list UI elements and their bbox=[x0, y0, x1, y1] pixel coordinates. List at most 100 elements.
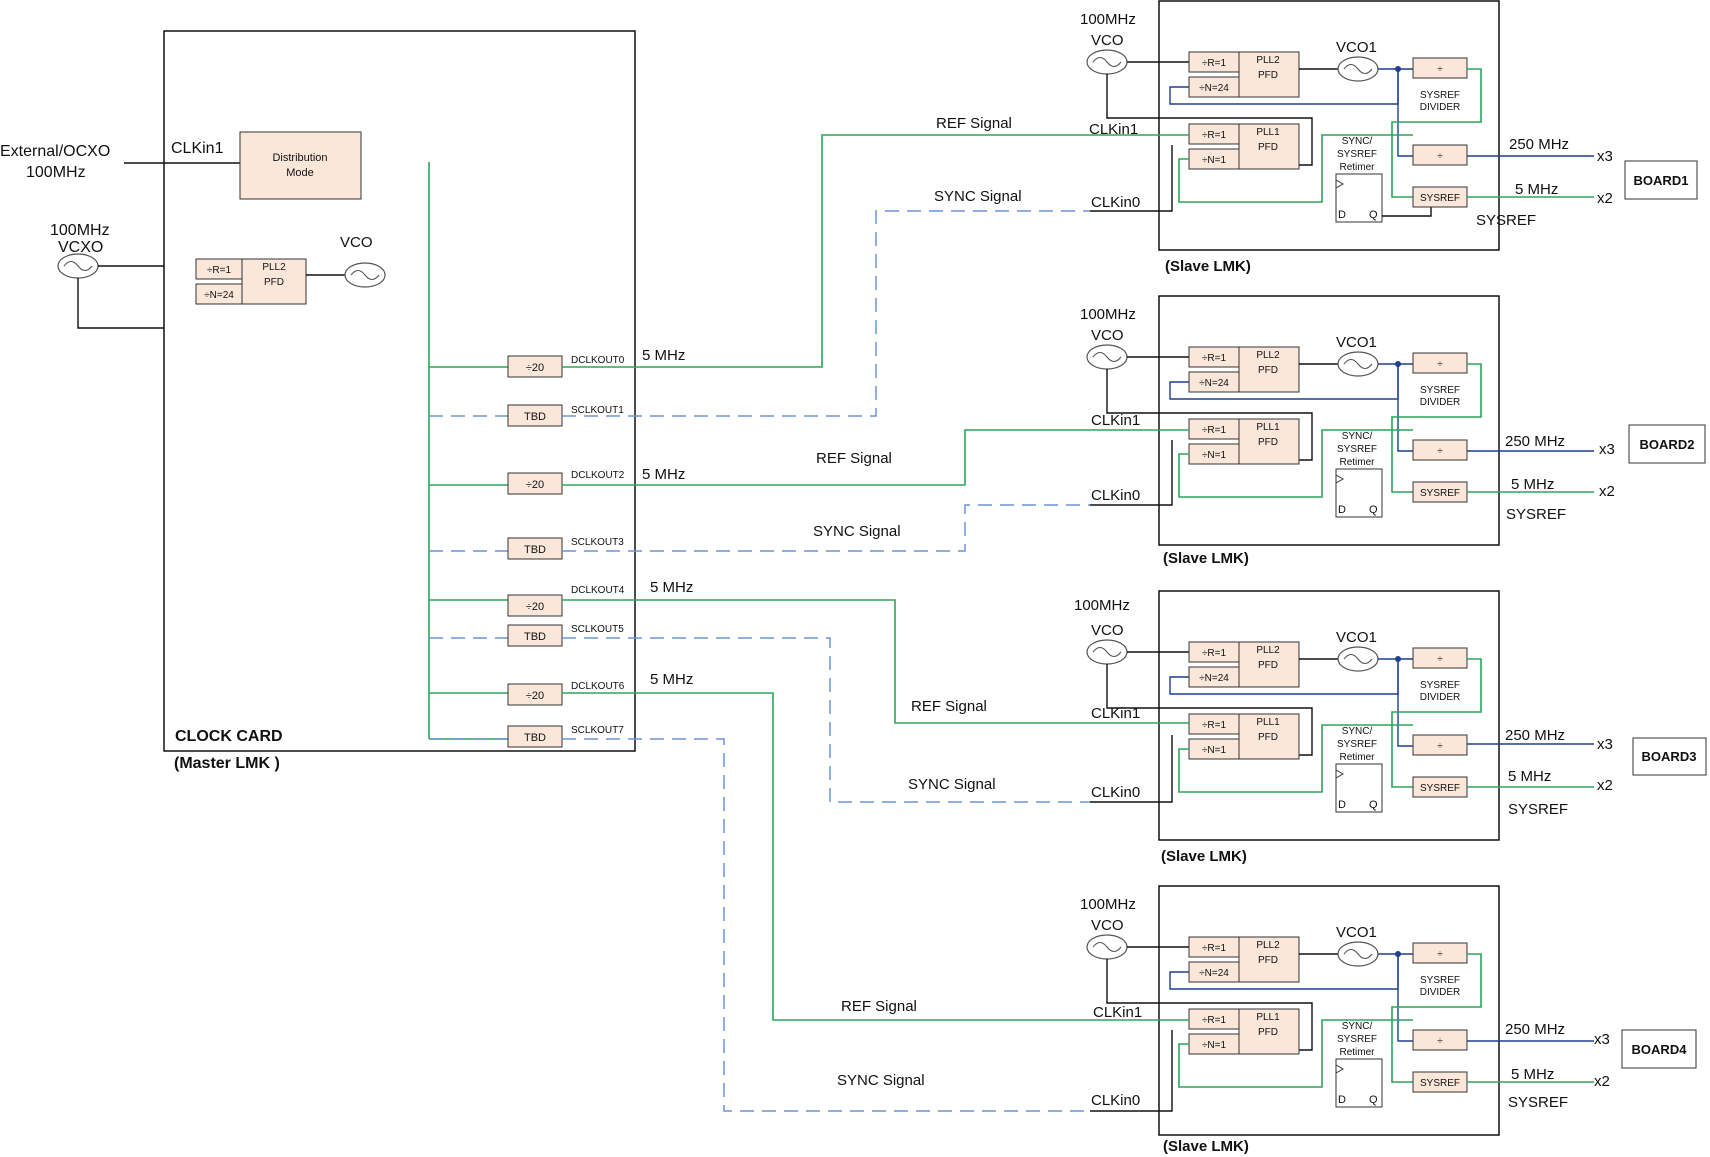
slave-vco-freq: 100MHz bbox=[1080, 896, 1136, 913]
sysref-divider-text-1: SYSREF bbox=[1420, 680, 1460, 691]
slave-frame bbox=[1158, 590, 1500, 841]
clock-out-freq: 250 MHz bbox=[1509, 136, 1569, 153]
pll1-r-divider: ÷R=1 bbox=[1202, 130, 1227, 141]
clock-divider-block: ÷ bbox=[1437, 151, 1443, 162]
pll2-r-divider: ÷R=1 bbox=[1202, 353, 1227, 364]
clkin1-label: CLKin1 bbox=[1091, 705, 1140, 722]
sysref-divider-text-1: SYSREF bbox=[1420, 385, 1460, 396]
sync-signal-label: SYNC Signal bbox=[837, 1072, 925, 1089]
pll2-text-1: PLL2 bbox=[1256, 940, 1280, 951]
vcxo-label: VCXO bbox=[58, 239, 103, 256]
output-divider-block: ÷20 bbox=[526, 601, 544, 613]
clkin0-label: CLKin0 bbox=[1091, 194, 1140, 211]
clock-fanout: x3 bbox=[1597, 148, 1613, 165]
ff-q: Q bbox=[1369, 799, 1378, 811]
slave-vco-freq: 100MHz bbox=[1080, 306, 1136, 323]
clkin0-label: CLKin0 bbox=[1091, 784, 1140, 801]
board-2-label: BOARD2 bbox=[1640, 437, 1695, 452]
output-divider-block: TBD bbox=[524, 411, 546, 423]
slave-frame bbox=[1158, 295, 1500, 546]
master-vco-label: VCO bbox=[340, 234, 373, 251]
output-port-label: SCLKOUT7 bbox=[571, 725, 624, 736]
sysref-output-block: SYSREF bbox=[1420, 1078, 1460, 1089]
sysref-divider-text-2: DIVIDER bbox=[1420, 692, 1461, 703]
pll2-text-2: PFD bbox=[1258, 955, 1278, 966]
sync-signal-label: SYNC Signal bbox=[813, 523, 901, 540]
clkin1-label: CLKin1 bbox=[1089, 121, 1138, 138]
interconnect-wires bbox=[562, 134, 1090, 1112]
pll1-text-1: PLL1 bbox=[1256, 717, 1280, 728]
vco1-label: VCO1 bbox=[1336, 629, 1377, 646]
master-output-3: TBD SCLKOUT3 bbox=[507, 537, 624, 560]
pll1-n-divider: ÷N=1 bbox=[1202, 745, 1227, 756]
output-port-label: DCLKOUT2 bbox=[571, 470, 625, 481]
sync-signal-label: SYNC Signal bbox=[908, 776, 996, 793]
sysref-divider-text-1: SYSREF bbox=[1420, 90, 1460, 101]
vco1-label: VCO1 bbox=[1336, 924, 1377, 941]
sysref-divider-block: ÷ bbox=[1437, 949, 1443, 960]
clock-out-freq: 250 MHz bbox=[1505, 433, 1565, 450]
output-frequency-label: 5 MHz bbox=[650, 671, 693, 688]
slave-vco-freq: 100MHz bbox=[1074, 597, 1130, 614]
pll1-text-1: PLL1 bbox=[1256, 127, 1280, 138]
board-1-box bbox=[1624, 160, 1698, 200]
board-1-label: BOARD1 bbox=[1634, 173, 1689, 188]
master-n-divider: ÷N=24 bbox=[204, 290, 234, 301]
vco1-label: VCO1 bbox=[1336, 39, 1377, 56]
sysref-divider-block: ÷ bbox=[1437, 64, 1443, 75]
vco1-label: VCO1 bbox=[1336, 334, 1377, 351]
ref-signal-label: REF Signal bbox=[816, 450, 892, 467]
master-clock-card: External/OCXO 100MHz CLKin1 Distribution… bbox=[0, 30, 693, 772]
slave-lmk-label: (Slave LMK) bbox=[1161, 848, 1247, 865]
ff-d: D bbox=[1338, 1094, 1346, 1106]
master-output-6: ÷20 DCLKOUT6 5 MHz bbox=[507, 671, 693, 706]
pll2-text-2: PFD bbox=[1258, 365, 1278, 376]
sysref-fanout: x2 bbox=[1597, 190, 1613, 207]
pll1-text-2: PFD bbox=[1258, 142, 1278, 153]
retimer-flipflop bbox=[1335, 1058, 1383, 1108]
retimer-text-3: Retimer bbox=[1339, 752, 1375, 763]
board-2-box bbox=[1628, 424, 1706, 464]
retimer-text-2: SYSREF bbox=[1337, 1034, 1377, 1045]
ref-signal-label: REF Signal bbox=[911, 698, 987, 715]
output-frequency-label: 5 MHz bbox=[650, 579, 693, 596]
external-ocxo-freq: 100MHz bbox=[26, 164, 86, 181]
clkin1-label: CLKin1 bbox=[1093, 1004, 1142, 1021]
retimer-text-1: SYNC/ bbox=[1342, 431, 1373, 442]
output-port-label: SCLKOUT3 bbox=[571, 537, 624, 548]
master-output-2: ÷20 DCLKOUT2 5 MHz bbox=[507, 466, 685, 495]
slave-lmk-3: 100MHz VCO ÷R=1 ÷N=24 PLL2 PFD VCO1 ÷ SY… bbox=[908, 590, 1707, 865]
clock-fanout: x3 bbox=[1599, 441, 1615, 458]
ref-signal-label: REF Signal bbox=[841, 998, 917, 1015]
sysref-out-freq: 5 MHz bbox=[1508, 768, 1551, 785]
retimer-text-1: SYNC/ bbox=[1342, 1021, 1373, 1032]
pll1-r-divider: ÷R=1 bbox=[1202, 720, 1227, 731]
master-lmk-label: (Master LMK ) bbox=[174, 755, 280, 772]
pll1-text-2: PFD bbox=[1258, 437, 1278, 448]
master-output-1: TBD SCLKOUT1 bbox=[507, 404, 624, 427]
retimer-text-1: SYNC/ bbox=[1342, 726, 1373, 737]
vcxo-freq-label: 100MHz bbox=[50, 222, 110, 239]
slave-vco-freq: 100MHz bbox=[1080, 11, 1136, 28]
sysref-label: SYSREF bbox=[1508, 801, 1568, 818]
ff-q: Q bbox=[1369, 504, 1378, 516]
slave-vco-label: VCO bbox=[1091, 622, 1124, 639]
pll2-r-divider: ÷R=1 bbox=[1202, 943, 1227, 954]
clkin1-label: CLKin1 bbox=[1091, 412, 1140, 429]
sysref-out-freq: 5 MHz bbox=[1511, 476, 1554, 493]
sysref-divider-text-2: DIVIDER bbox=[1420, 102, 1461, 113]
clkin0-label: CLKin0 bbox=[1091, 1092, 1140, 1109]
pll1-n-divider: ÷N=1 bbox=[1202, 155, 1227, 166]
pll2-text-2: PFD bbox=[1258, 70, 1278, 81]
sysref-divider-text-2: DIVIDER bbox=[1420, 397, 1461, 408]
sysref-divider-block: ÷ bbox=[1437, 359, 1443, 370]
clock-divider-block: ÷ bbox=[1437, 741, 1443, 752]
sysref-label: SYSREF bbox=[1508, 1094, 1568, 1111]
master-output-0: ÷20 DCLKOUT0 5 MHz bbox=[507, 347, 685, 378]
slave-vco-label: VCO bbox=[1091, 32, 1124, 49]
output-port-label: SCLKOUT5 bbox=[571, 624, 624, 635]
output-port-label: DCLKOUT0 bbox=[571, 355, 625, 366]
retimer-flipflop bbox=[1335, 468, 1383, 518]
slave-frame bbox=[1158, 0, 1500, 251]
